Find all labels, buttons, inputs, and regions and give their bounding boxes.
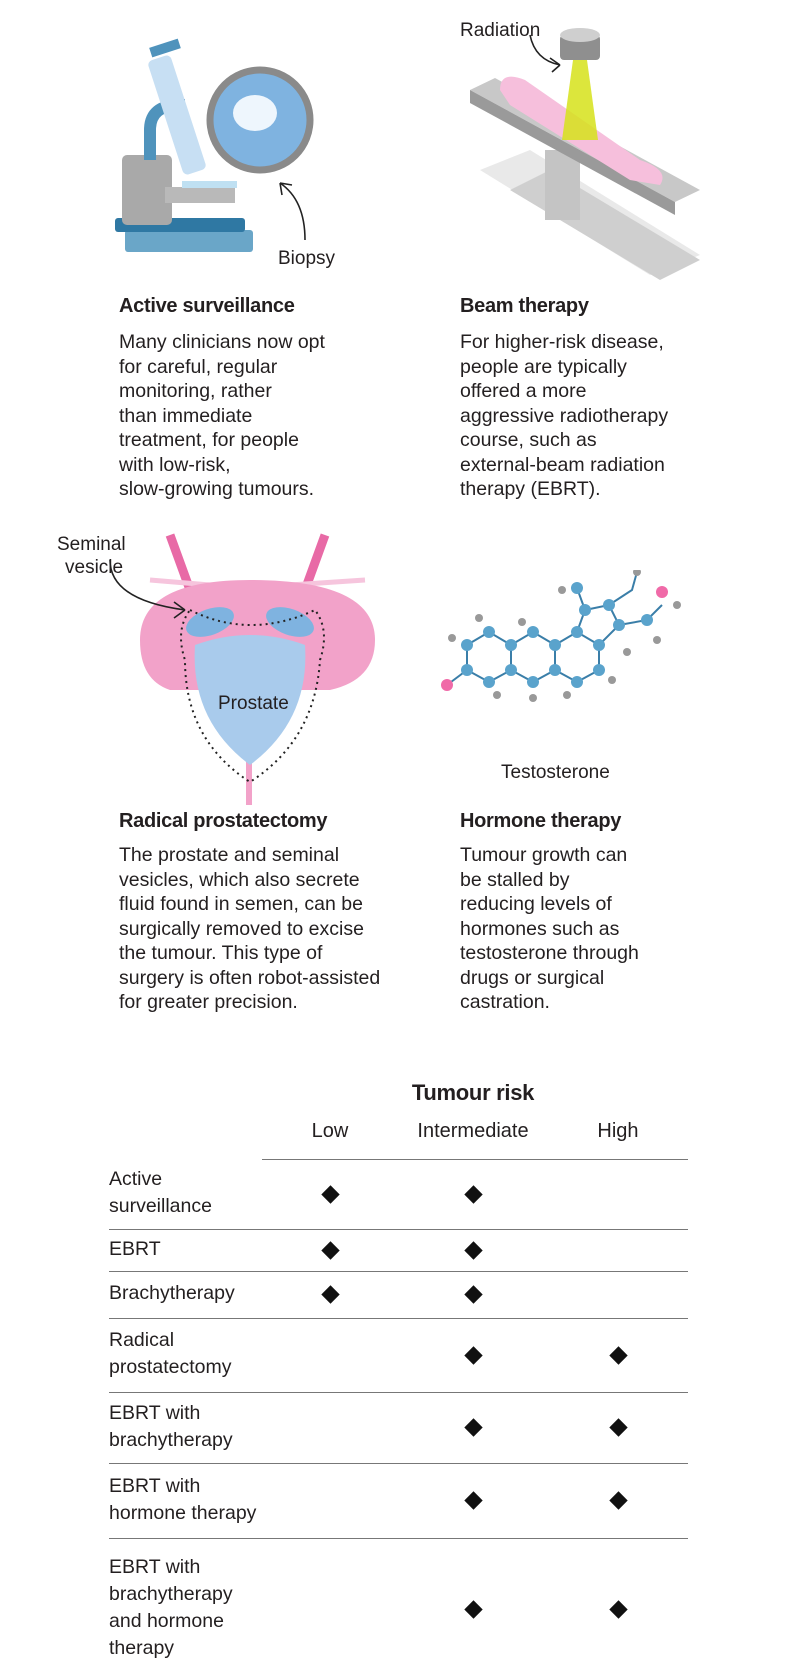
text-line: hormones such as — [460, 917, 620, 940]
row-divider — [109, 1538, 688, 1539]
diamond-marker-icon — [463, 1491, 483, 1510]
testosterone-molecule-illustration — [441, 570, 681, 702]
diamond-marker-icon — [608, 1418, 628, 1437]
text-line: for careful, regular — [119, 355, 278, 378]
text-line: therapy — [109, 1637, 175, 1659]
text-line: course, such as — [460, 429, 597, 451]
text-line: reducing levels of — [460, 893, 612, 915]
text-line: Brachytherapy — [109, 1282, 235, 1304]
text-line: Seminal — [57, 534, 126, 555]
text-line: EBRT with — [109, 1401, 201, 1424]
table-title: Tumour risk — [411, 1080, 535, 1105]
text-line: prostatectomy — [109, 1356, 232, 1378]
text-line: surveillance — [109, 1195, 212, 1217]
panel-title-beam-therapy: Beam therapy — [460, 295, 589, 317]
text-line: slow-growing tumours. — [119, 478, 315, 500]
row-label: Radical prostatectomy — [109, 1327, 231, 1381]
row-label: EBRT — [109, 1236, 161, 1263]
diamond-marker-icon — [463, 1184, 483, 1204]
diamond-marker-icon — [463, 1285, 483, 1304]
text-line: and hormone — [109, 1610, 224, 1632]
panel-title-hormone-therapy: Hormone therapy — [460, 810, 622, 832]
column-header-high: High — [597, 1120, 639, 1142]
diamond-marker-icon — [320, 1285, 340, 1304]
text-line: external-beam radiation — [460, 453, 665, 476]
text-line: Radical — [109, 1329, 175, 1351]
testosterone-label: Testosterone — [501, 762, 610, 783]
text-line: brachytherapy — [109, 1583, 233, 1605]
row-divider — [109, 1229, 688, 1230]
text-line: be stalled by — [460, 868, 570, 891]
panel-text-hormone-therapy: Tumour growth can be stalled by reducing… — [460, 843, 760, 1015]
text-line: monitoring, rather — [119, 380, 272, 402]
row-divider — [109, 1318, 688, 1319]
text-line: therapy (EBRT). — [460, 478, 601, 500]
text-line: testosterone through — [460, 942, 639, 964]
prostate-illustration — [109, 533, 375, 805]
text-line: drugs or surgical — [460, 966, 605, 989]
text-line: EBRT with — [109, 1556, 201, 1578]
text-line: fluid found in semen, can be — [119, 893, 363, 915]
text-line: hormone therapy — [109, 1501, 257, 1524]
panel-title-radical-prostatectomy: Radical prostatectomy — [119, 810, 328, 832]
panel-text-radical-prostatectomy: The prostate and seminal vesicles, which… — [119, 843, 439, 1015]
diamond-marker-icon — [463, 1345, 483, 1365]
diamond-marker-icon — [320, 1240, 340, 1260]
diamond-marker-icon — [608, 1345, 628, 1365]
prostate-label: Prostate — [218, 693, 289, 714]
panel-text-active-surveillance: Many clinicians now opt for careful, reg… — [119, 330, 419, 502]
text-line: surgery is often robot-assisted — [119, 966, 381, 989]
text-line: castration. — [460, 991, 550, 1013]
diamond-marker-icon — [320, 1184, 340, 1204]
diamond-marker-icon — [463, 1599, 483, 1619]
text-line: Many clinicians now opt — [119, 331, 325, 353]
column-header-low: Low — [311, 1120, 349, 1142]
text-line: for greater precision. — [119, 991, 298, 1013]
panel-text-beam-therapy: For higher-risk disease, people are typi… — [460, 330, 760, 502]
radiation-label: Radiation — [460, 20, 541, 41]
row-label: EBRT with brachytherapy and hormone therapy — [109, 1554, 233, 1662]
row-divider — [109, 1392, 688, 1393]
header-divider — [262, 1159, 688, 1160]
row-label: Active surveillance — [109, 1166, 212, 1220]
beam-therapy-illustration — [470, 28, 700, 280]
text-line: Active — [109, 1168, 163, 1190]
biopsy-label: Biopsy — [278, 248, 336, 269]
text-line: EBRT with — [109, 1474, 201, 1497]
diamond-marker-icon — [463, 1418, 483, 1437]
text-line: aggressive radiotherapy — [460, 404, 669, 427]
text-line: the tumour. This type of — [119, 942, 323, 964]
text-line: brachytherapy — [109, 1428, 233, 1451]
text-line: people are typically — [460, 355, 627, 378]
text-line: vesicles, which also secrete — [119, 868, 360, 891]
column-header-intermediate: Intermediate — [417, 1120, 529, 1142]
diamond-marker-icon — [608, 1599, 628, 1619]
row-divider — [109, 1271, 688, 1272]
text-line: than immediate — [119, 404, 253, 427]
row-label: EBRT with hormone therapy — [109, 1473, 256, 1527]
text-line: vesicle — [65, 557, 124, 578]
row-divider — [109, 1463, 688, 1464]
text-line: offered a more — [460, 380, 587, 402]
biopsy-arrow-icon — [279, 182, 306, 241]
microscope-illustration — [115, 38, 314, 252]
diamond-marker-icon — [608, 1491, 628, 1510]
row-label: Brachytherapy — [109, 1280, 235, 1307]
text-line: with low-risk, — [119, 453, 231, 476]
panel-title-active-surveillance: Active surveillance — [119, 295, 295, 317]
text-line: EBRT — [109, 1237, 161, 1260]
diamond-marker-icon — [463, 1240, 483, 1260]
text-line: surgically removed to excise — [119, 917, 364, 940]
text-line: treatment, for people — [119, 429, 299, 451]
seminal-vesicle-label: Seminal vesicle — [57, 533, 126, 579]
row-label: EBRT with brachytherapy — [109, 1400, 233, 1454]
text-line: Tumour growth can — [460, 844, 628, 866]
text-line: For higher-risk disease, — [460, 331, 664, 353]
text-line: The prostate and seminal — [119, 844, 340, 866]
